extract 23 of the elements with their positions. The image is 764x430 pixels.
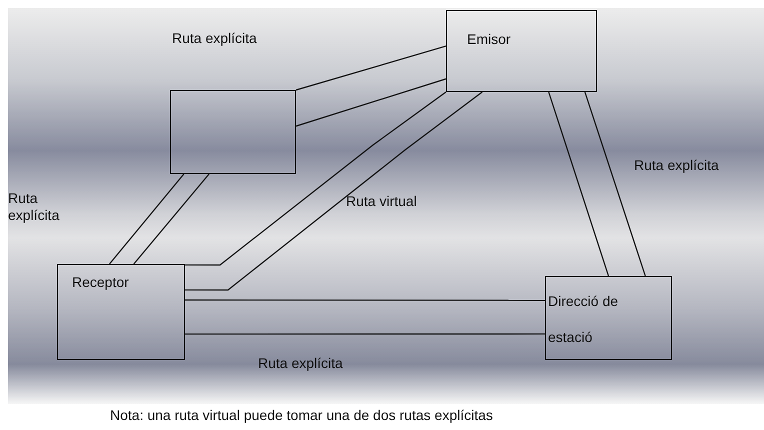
connector-line [185, 333, 545, 335]
node-label: Direcció de estació [548, 292, 620, 347]
connector-line [296, 78, 446, 127]
connector-line [185, 92, 483, 291]
node-box [446, 10, 597, 92]
route-label: Ruta explícita [258, 355, 343, 372]
connector-line [548, 92, 610, 276]
node-label: Emisor [467, 31, 512, 48]
connector-line [109, 174, 184, 264]
route-label: Ruta explícita [8, 190, 60, 224]
route-label: Ruta explícita [172, 30, 257, 47]
connector-line [185, 299, 545, 301]
connector-line [133, 174, 210, 264]
connector-line [185, 92, 446, 266]
node-box [545, 276, 672, 360]
route-label: Ruta virtual [346, 193, 417, 210]
route-label: Ruta explícita [634, 157, 719, 174]
connector-line [584, 92, 646, 276]
empty-box [170, 90, 296, 174]
note-text: Nota: una ruta virtual puede tomar una de dos rutas explícitas [110, 407, 493, 424]
connector-line [296, 46, 446, 91]
node-label: Receptor [72, 274, 130, 291]
node-box [57, 264, 185, 360]
